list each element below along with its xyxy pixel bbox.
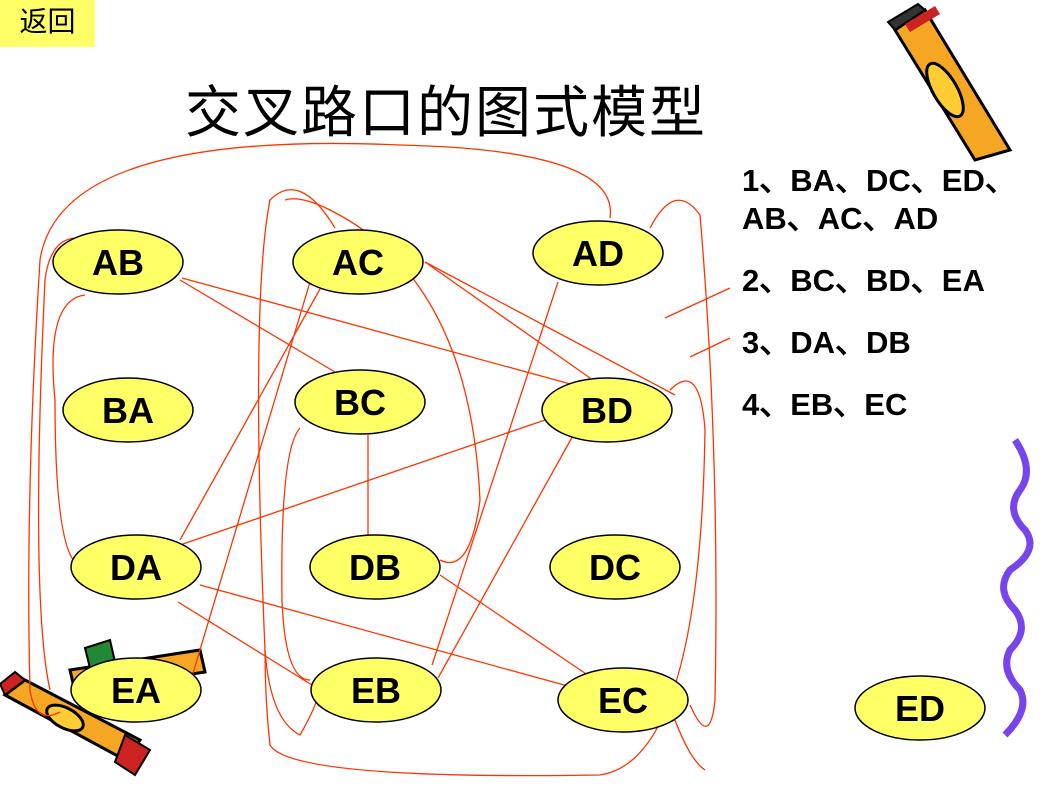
back-button[interactable]: 返回	[0, 0, 95, 47]
node-ED: ED	[854, 675, 986, 741]
curved-edges	[28, 142, 717, 777]
pencil-icon	[886, 2, 1013, 162]
svg-text:BC: BC	[334, 382, 386, 423]
node-DB: DB	[309, 534, 441, 600]
squiggle-line	[1000, 438, 1034, 738]
node-EB: EB	[310, 657, 442, 723]
group-list: 1、BA、DC、ED、AB、AC、AD 2、BC、BD、EA 3、DA、DB 4…	[742, 162, 1042, 448]
svg-text:EC: EC	[598, 680, 648, 721]
svg-text:AB: AB	[92, 242, 144, 283]
group-1: 1、BA、DC、ED、AB、AC、AD	[742, 163, 1016, 236]
edges	[177, 261, 731, 691]
svg-text:BA: BA	[102, 390, 154, 431]
svg-text:BD: BD	[581, 390, 633, 431]
node-DC: DC	[549, 534, 681, 600]
node-BC: BC	[294, 369, 426, 435]
svg-text:EB: EB	[351, 670, 401, 711]
svg-text:DB: DB	[349, 547, 401, 588]
node-AC: AC	[292, 229, 424, 295]
group-4: 4、EB、EC	[742, 387, 908, 422]
svg-text:AC: AC	[332, 242, 384, 283]
node-DA: DA	[70, 534, 202, 600]
node-BA: BA	[62, 377, 194, 443]
node-AD: AD	[532, 220, 664, 286]
page-title: 交叉路口的图式模型	[185, 81, 707, 146]
node-EA: EA	[70, 657, 202, 723]
svg-text:DC: DC	[589, 547, 641, 588]
svg-text:EA: EA	[111, 670, 161, 711]
node-EC: EC	[557, 667, 689, 733]
group-2: 2、BC、BD、EA	[742, 263, 985, 298]
node-AB: AB	[52, 229, 184, 295]
svg-text:ED: ED	[895, 688, 945, 729]
node-BD: BD	[541, 377, 673, 443]
group-3: 3、DA、DB	[742, 325, 911, 360]
svg-text:DA: DA	[110, 547, 162, 588]
svg-text:AD: AD	[572, 233, 624, 274]
